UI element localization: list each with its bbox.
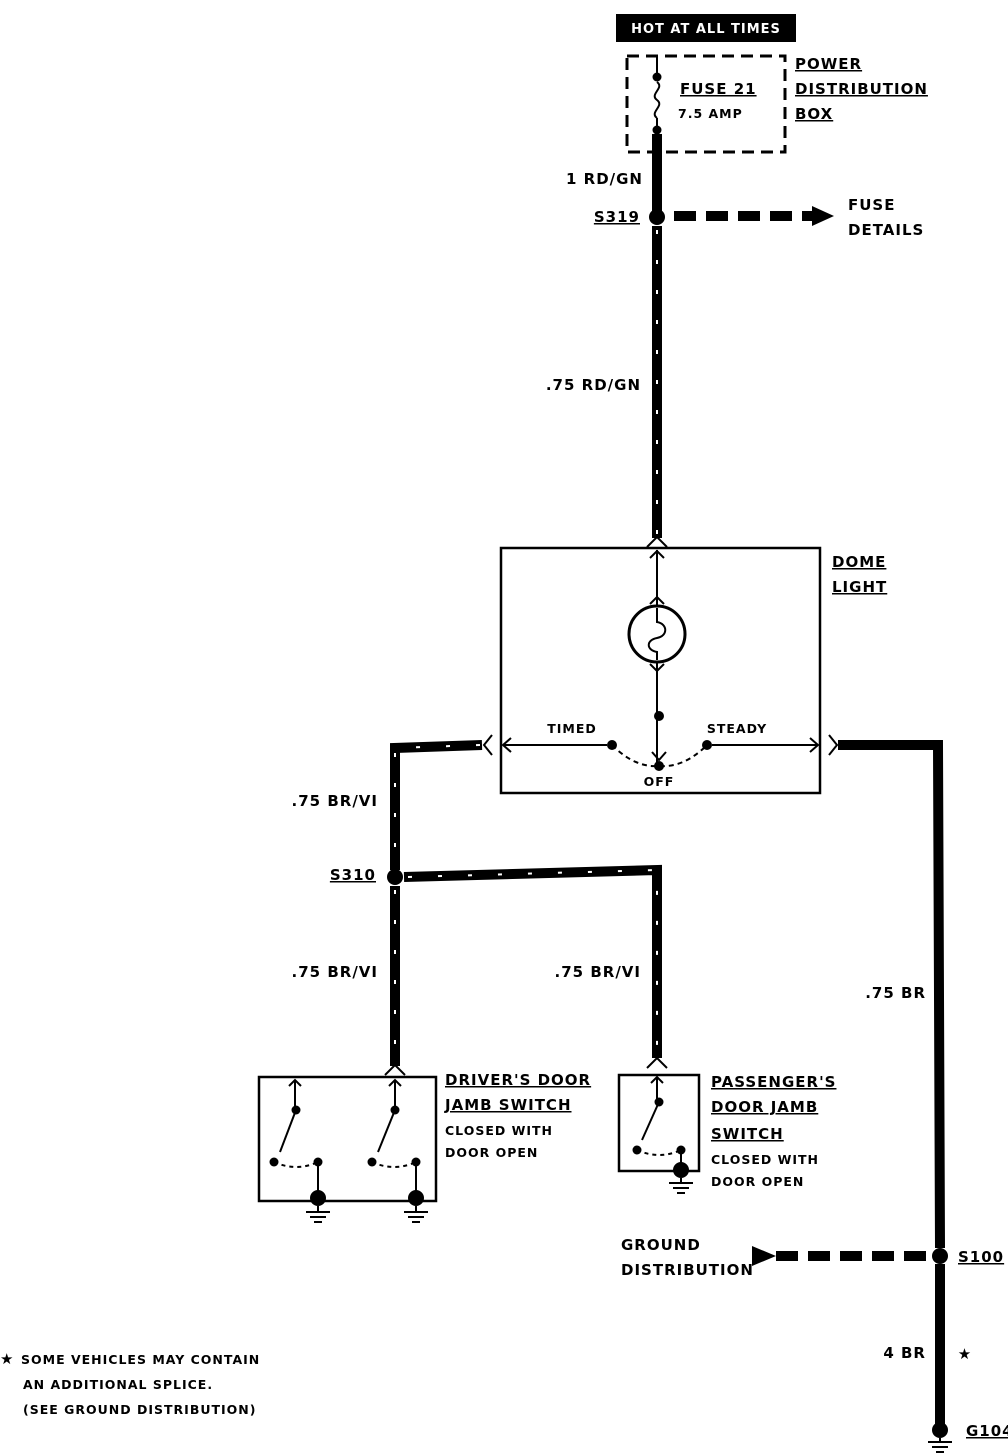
dome-switch-off-contact [654,761,664,771]
drivers-switch-note-1: CLOSED WITH [445,1123,553,1138]
wire-7-label: 4 BR [883,1344,926,1362]
passengers-switch-label-2: DOOR JAMB [711,1098,818,1116]
drivers-switch-label-1: DRIVER'S DOOR [445,1071,591,1089]
wire-4-label: .75 BR/VI [292,963,378,981]
splice-s319-label: S319 [594,208,640,226]
dome-light-top-connector [646,535,668,548]
dome-light-box [499,546,822,795]
hot-at-all-times-label: HOT AT ALL TIMES [631,22,781,37]
wire-6-br [838,740,945,1249]
dome-steady-label: STEADY [707,721,767,736]
power-box-label-1: POWER [795,55,862,73]
drivers-switch-b-arc [371,1161,417,1168]
footnote-star: ★ [0,1350,14,1368]
drivers-switch-connector [384,1063,406,1076]
star-marker: ★ [958,1345,972,1363]
wire-5-label: .75 BR/VI [555,963,641,981]
passengers-switch-blade [641,1101,660,1141]
fuse-details-arrowhead [812,206,834,226]
drivers-switch-b-arrow [388,1078,402,1087]
splice-s100 [932,1248,948,1264]
wire-6-label: .75 BR [865,984,926,1002]
hot-at-all-times-banner [616,14,796,42]
dome-bulb-top-arrow [649,595,665,605]
fuse-top-terminal [652,72,662,82]
splice-s100-label: S100 [958,1248,1004,1266]
drivers-switch-b-ground-terminal [408,1190,424,1206]
footnote-line-1: SOME VEHICLES MAY CONTAIN [21,1352,260,1367]
fuse-details-label-1: FUSE [848,196,895,214]
drivers-switch-a-ground-terminal [310,1190,326,1206]
dome-internal-top-arrow [649,549,665,559]
fuse-rating: 7.5 AMP [678,106,743,121]
dome-right-connector [828,734,839,756]
passengers-switch-connector [646,1056,668,1069]
bulb-filament [647,608,667,660]
passengers-switch-arrow [650,1075,664,1084]
footnote-line-2: AN ADDITIONAL SPLICE. [23,1377,213,1392]
ground-icon [928,1438,952,1453]
dome-timed-label: TIMED [547,721,597,736]
drivers-switch-a-arrow [288,1078,302,1087]
fuse-element [653,81,661,119]
drivers-switch-a-arc [273,1161,319,1168]
passengers-switch-note-2: DOOR OPEN [711,1174,804,1189]
drivers-switch-a-blade [279,1109,297,1153]
passengers-switch-label-3: SWITCH [711,1125,784,1143]
splice-s310-label: S310 [330,866,376,884]
splice-s310 [387,869,403,885]
ground-icon [306,1206,330,1223]
wire-1-label: 1 RD/GN [566,170,643,188]
wire-2-label: .75 RD/GN [546,376,641,394]
passengers-switch-label-1: PASSENGER'S [711,1073,836,1091]
footnote-line-3: (SEE GROUND DISTRIBUTION) [23,1402,256,1417]
splice-s319 [649,209,665,225]
power-box-label-3: BOX [795,105,833,123]
fuse-bottom-terminal [652,125,662,135]
passengers-switch-ground-terminal [673,1162,689,1178]
drivers-switch-b-blade [377,1109,396,1153]
dome-switch-arrow [651,751,667,762]
drivers-door-jamb-switch-box [257,1075,438,1203]
power-distribution-box [625,54,787,154]
fuse-name: FUSE 21 [680,80,757,98]
ground-distribution-label-1: GROUND [621,1236,701,1254]
dome-internal-right-arrow [809,737,820,753]
ground-icon [669,1178,693,1194]
passengers-switch-note-1: CLOSED WITH [711,1152,819,1167]
ground-g104-label: G104 [966,1422,1008,1440]
wire-5-br-vi [403,864,662,1058]
passengers-door-jamb-switch-box [617,1073,701,1173]
ground-distribution-label-2: DISTRIBUTION [621,1261,754,1279]
dome-internal-left-arrow [501,737,512,753]
ground-distribution-arrowhead [752,1246,776,1266]
drivers-switch-note-2: DOOR OPEN [445,1145,538,1160]
dome-light-label-2: LIGHT [832,578,887,596]
ground-g104-terminal [932,1422,948,1438]
dome-left-connector [482,734,493,756]
ground-icon [404,1206,428,1223]
wire-3-stripe [394,744,481,868]
passengers-switch-arc [636,1149,682,1156]
dome-switch-pivot [654,711,664,721]
wire-3-br-vi [390,740,483,870]
fuse-details-label-2: DETAILS [848,221,924,239]
drivers-switch-label-2: JAMB SWITCH [444,1096,572,1114]
power-box-label-2: DISTRIBUTION [795,80,928,98]
wire-3-label: .75 BR/VI [292,792,378,810]
dome-light-label-1: DOME [832,553,886,571]
dome-off-label: OFF [644,774,675,789]
